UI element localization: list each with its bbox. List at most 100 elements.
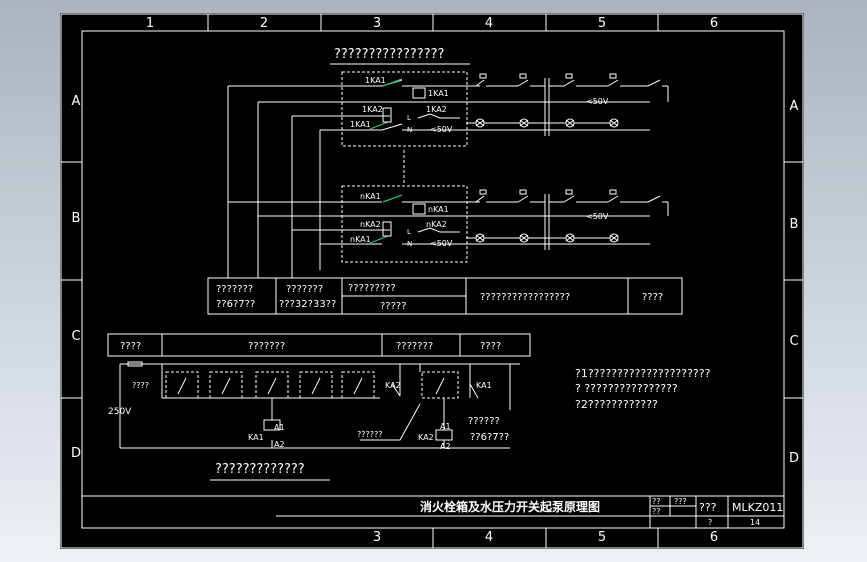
bottom-col-label-3: 3 (373, 530, 381, 545)
group1-contacts (466, 73, 669, 136)
label-nka1-b: nKA1 (428, 205, 449, 214)
lower-right-bottom: ??6?7?? (470, 432, 509, 443)
label-50v-1: <50V (430, 125, 453, 134)
table1-c2-top: ??????? (286, 284, 323, 295)
lower-ka2-label: KA2 (385, 381, 401, 390)
label-n-1: N (407, 126, 412, 134)
lower-a2b: A2 (440, 442, 451, 451)
label-nka1-c: nKA1 (350, 235, 371, 244)
label-50v-right-1: <50V (586, 97, 609, 106)
contact-nka1-green (382, 194, 403, 203)
label-nka2-contact: nKA2 (426, 220, 447, 229)
row-label-a-right: A (790, 99, 799, 114)
title-block-sheet-no: 14 (750, 518, 760, 527)
row-label-c-right: C (789, 334, 798, 349)
label-1ka2-contact: 1KA2 (426, 105, 447, 114)
table1-c4: ????????????????? (480, 292, 570, 303)
groupn-contacts (466, 189, 669, 250)
table1-c1-top: ??????? (216, 284, 253, 295)
lower-left-label: ???? (132, 381, 149, 390)
bottom-col-label-6: 6 (710, 530, 718, 545)
relay-box-n (341, 185, 468, 263)
col-label-6: 6 (710, 16, 718, 31)
col-label-4: 4 (485, 16, 493, 31)
table2-c2: ??????? (248, 341, 285, 352)
switch-nka2 (417, 227, 460, 233)
contact-nka1-green-b (369, 235, 389, 244)
title-block-cell-a: ?? (652, 497, 661, 506)
column-dividers (61, 14, 803, 548)
label-1ka1-a: 1KA1 (365, 76, 386, 85)
col-label-5: 5 (598, 16, 606, 31)
coil-1ka1 (412, 87, 426, 99)
label-nka1-a: nKA1 (360, 192, 381, 201)
lower-circuit (119, 361, 520, 449)
table2-c1: ???? (120, 341, 141, 352)
switch-boxes (165, 371, 479, 399)
row-label-a-left: A (72, 94, 81, 109)
switch-1ka2 (417, 113, 460, 119)
groupn-wiring (228, 201, 650, 245)
coil-1ka2 (382, 107, 392, 123)
title-block-drawing-no: MLKZ011 (732, 501, 783, 514)
lamps-row-1 (466, 118, 619, 128)
label-1ka1-b: 1KA1 (428, 89, 449, 98)
lower-a2: A2 (274, 440, 285, 449)
lower-a1: A1 (274, 423, 285, 432)
lamps-row-n (466, 233, 619, 243)
title-block (82, 495, 784, 528)
table1-c3-bottom: ????? (380, 301, 407, 312)
legend-table-1 (207, 277, 683, 315)
row-label-d-left: D (71, 446, 81, 461)
lower-ka2-coil: KA2 (418, 433, 434, 442)
col-label-1: 1 (146, 16, 154, 31)
label-1ka2-coil: 1KA2 (362, 105, 383, 114)
lower-voltage: 250V (108, 407, 132, 417)
title-block-cell-d: ??? (699, 501, 717, 514)
legend-table-2 (107, 333, 531, 357)
label-l-1: L (407, 114, 411, 122)
table1-c1-bottom: ??6?7?? (216, 299, 255, 310)
coil-nka2 (382, 221, 392, 237)
col-label-3: 3 (373, 16, 381, 31)
title-block-cell-c: ??? (674, 497, 687, 506)
note-2: ? ???????????????? (575, 382, 678, 395)
bus-wires (227, 86, 321, 278)
contact-1ka1-green (382, 78, 403, 87)
lower-bottom-title: ????????????? (215, 462, 305, 477)
lower-a1b: A1 (440, 422, 451, 431)
lower-ka1-label: KA1 (476, 381, 492, 390)
col-label-2: 2 (260, 16, 268, 31)
label-50v-right-n: <50V (586, 212, 609, 221)
lower-mid-label: ?????? (357, 430, 382, 439)
label-50v-n: <50V (430, 239, 453, 248)
outer-frame (60, 13, 804, 549)
bottom-col-label-4: 4 (485, 530, 493, 545)
table1-c3-top: ????????? (348, 283, 396, 294)
lower-right-top: ?????? (468, 416, 500, 427)
coil-nka1 (412, 203, 426, 215)
lower-ka1-coil: KA1 (248, 433, 264, 442)
row-label-d-right: D (789, 451, 799, 466)
note-3: ?2???????????? (575, 398, 658, 411)
note-1: ?1????????????????????? (575, 367, 711, 380)
title-block-main-title: 消火栓箱及水压力开关起泵原理图 (420, 499, 600, 514)
relay-box-1 (341, 71, 468, 147)
label-1ka1-c: 1KA1 (350, 120, 371, 129)
row-label-b-right: B (790, 217, 799, 232)
top-title: ???????????????? (334, 47, 444, 62)
title-block-cell-e: ? (708, 518, 712, 527)
table1-c5: ???? (642, 292, 663, 303)
title-block-cell-b: ?? (652, 507, 661, 516)
contact-1ka1-green-b (369, 121, 389, 130)
table1-c2-bottom: ???32?33?? (279, 299, 336, 310)
table2-c4: ???? (480, 341, 501, 352)
row-label-c-left: C (71, 329, 80, 344)
label-nka2-coil: nKA2 (360, 220, 381, 229)
row-label-b-left: B (72, 211, 81, 226)
label-l-n: L (407, 228, 411, 236)
bottom-col-label-5: 5 (598, 530, 606, 545)
table2-c3: ??????? (396, 341, 433, 352)
